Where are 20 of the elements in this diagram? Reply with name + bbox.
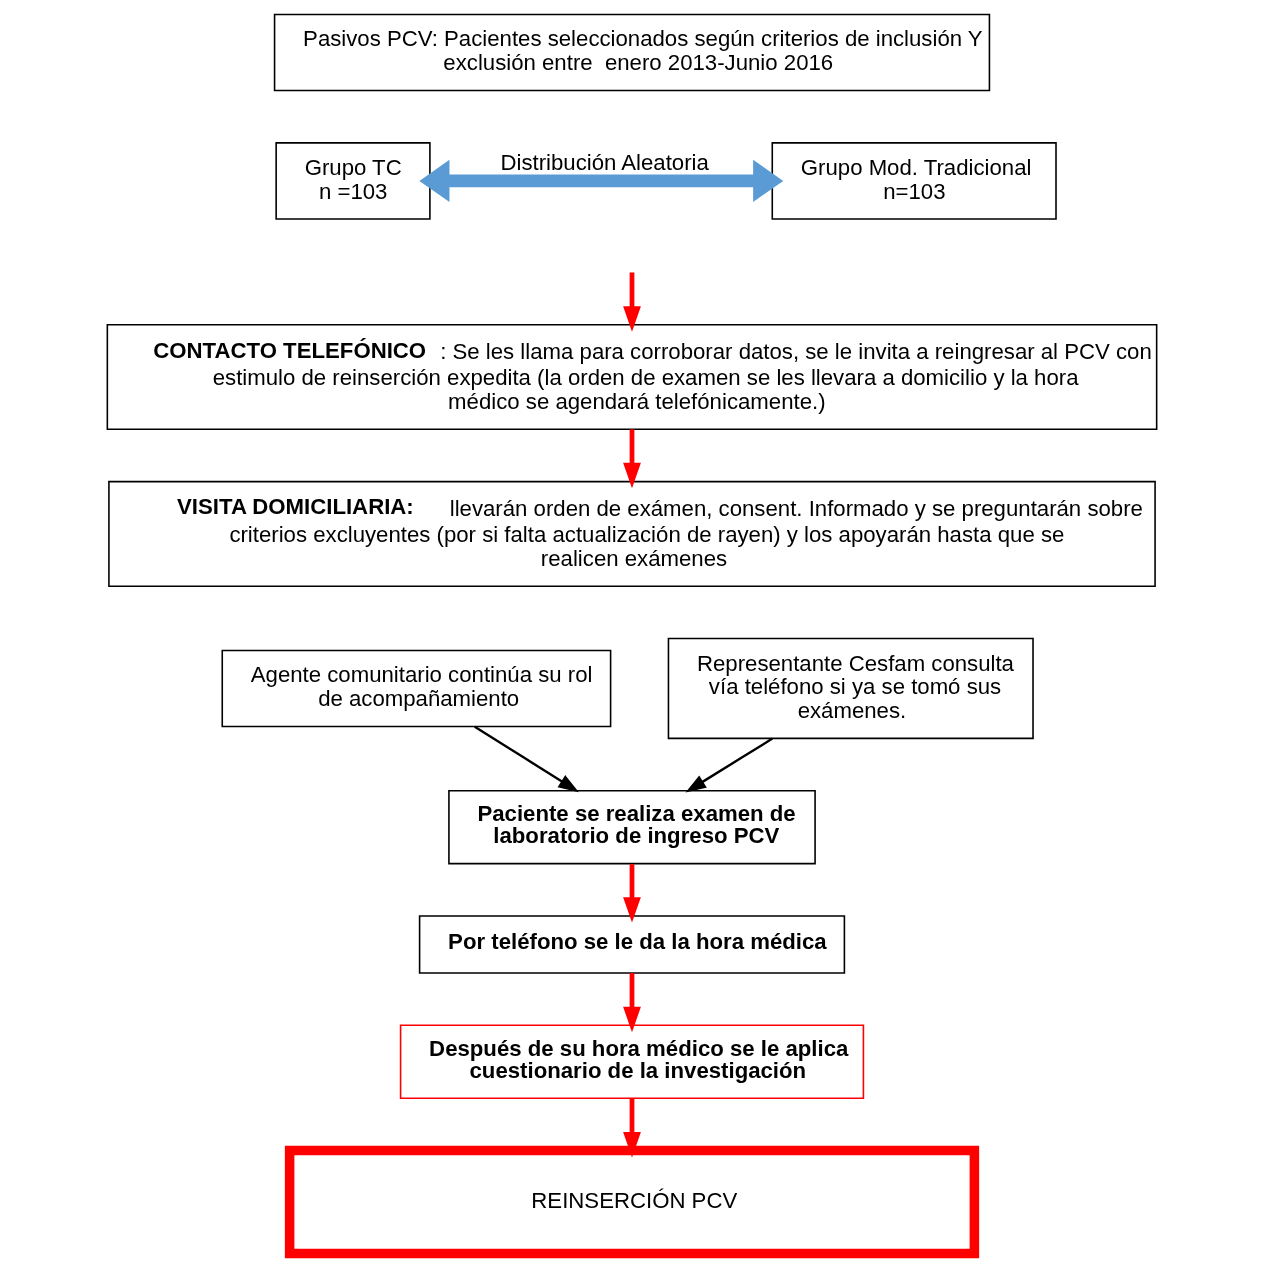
- arrow: [623, 973, 641, 1033]
- node-box: Pasivos PCV: Pacientes seleccionados según criterios de inclusión Y exclusión entre enero 2013-Junio 2016: [273, 13, 991, 92]
- node-box: Después de su hora médico se le aplica cuestionario de la investigación: [399, 1024, 865, 1099]
- arrow: [685, 737, 773, 793]
- arrow: [623, 864, 641, 923]
- node-box: Por teléfono se le da la hora médica: [418, 915, 846, 974]
- arrow: [623, 1098, 641, 1158]
- arrow: [623, 429, 641, 489]
- node-box: Grupo Mod. Tradicional n=103: [771, 142, 1057, 220]
- node-box: Agente comunitario continúa su rol de acompañamiento: [221, 649, 612, 728]
- arrow: [623, 272, 641, 332]
- arrow: [419, 159, 784, 202]
- node-box: Representante Cesfam consulta vía teléfono si ya se tomó sus exámenes.: [667, 637, 1034, 740]
- arrow: [474, 725, 579, 793]
- node-box: Grupo TC n =103: [275, 142, 431, 220]
- node-box: CONTACTO TELEFÓNICO: Se les llama para corroborar datos, se le invita a reingresar al PCV con estimulo de reinserción expedita (la orden de examen se les llevara a domicilio y la hora médico se agendará telefónicamente.): [106, 323, 1158, 431]
- node-box: REINSERCIÓN PCV: [284, 1145, 980, 1259]
- node-box: VISITA DOMICILIARIA: llevarán orden de exámen, consent. Informado y se preguntarán sobre criterios excluyentes (por si falta actualización de rayen) y los apoyarán hasta que se realicen exámenes: [108, 480, 1156, 588]
- edge-label: Distribución Aleatoria: [500, 150, 709, 176]
- node-box: Paciente se realiza examen de laboratorio de ingreso PCV: [448, 789, 816, 865]
